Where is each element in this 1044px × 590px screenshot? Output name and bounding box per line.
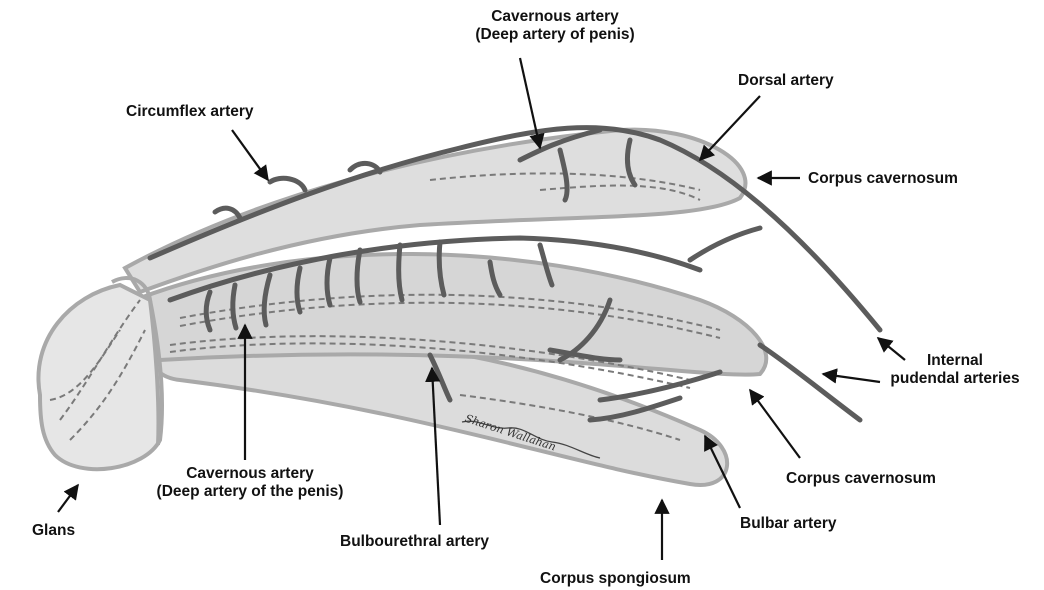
label-internal-pudendal-line2: pudendal arteries xyxy=(880,370,1030,388)
label-corpus-cavernosum-top: Corpus cavernosum xyxy=(808,170,958,188)
label-cavernous-bottom-line1: Cavernous artery xyxy=(150,465,350,483)
circumflex-branch xyxy=(270,178,305,190)
label-cavernous-bottom-line2: (Deep artery of the penis) xyxy=(150,483,350,501)
arrow-internal-pudendal-2 xyxy=(823,374,880,382)
glans-shape xyxy=(38,285,162,469)
label-cavernous-top-line1: Cavernous artery xyxy=(460,8,650,26)
label-dorsal-artery: Dorsal artery xyxy=(738,72,834,90)
arrow-corpus-cavernosum-bottom xyxy=(750,390,800,458)
label-internal-pudendal-line1: Internal xyxy=(880,352,1030,370)
label-glans: Glans xyxy=(32,522,75,540)
label-cavernous-artery-top: Cavernous artery (Deep artery of penis) xyxy=(460,8,650,44)
label-corpus-cavernosum-bottom: Corpus cavernosum xyxy=(786,470,936,488)
label-bulbourethral-artery: Bulbourethral artery xyxy=(340,533,489,551)
label-cavernous-top-line2: (Deep artery of penis) xyxy=(460,26,650,44)
bulbar-artery xyxy=(600,372,720,400)
label-cavernous-artery-bottom: Cavernous artery (Deep artery of the pen… xyxy=(150,465,350,501)
label-corpus-spongiosum: Corpus spongiosum xyxy=(540,570,691,588)
arrow-circumflex xyxy=(232,130,268,180)
arrow-dorsal xyxy=(700,96,760,160)
label-internal-pudendal-arteries: Internal pudendal arteries xyxy=(880,352,1030,388)
label-bulbar-artery: Bulbar artery xyxy=(740,515,836,533)
label-circumflex-artery: Circumflex artery xyxy=(126,103,254,121)
internal-pudendal-artery xyxy=(690,228,760,260)
arrow-glans xyxy=(58,485,78,512)
